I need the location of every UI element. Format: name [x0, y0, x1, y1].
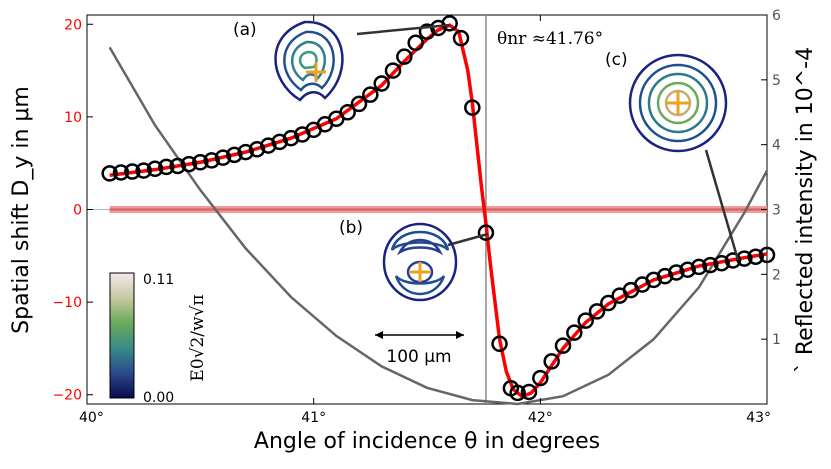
data-point: [101, 165, 118, 182]
inset-contour-c: [628, 53, 728, 153]
data-point: [702, 256, 719, 274]
data-point: [452, 29, 470, 47]
data-point: [124, 163, 141, 180]
y-right-tick-label: 2: [772, 267, 781, 283]
data-point: [407, 34, 424, 52]
y-axis-label-left: Spatial shift D_y in μm: [9, 86, 34, 334]
data-point: [724, 252, 742, 269]
data-point: [226, 146, 243, 164]
data-point: [690, 258, 708, 276]
data-point: [158, 158, 175, 176]
data-point: [362, 86, 379, 103]
data-point: [645, 271, 662, 289]
y-left-tick-label: 0: [73, 203, 82, 219]
colorbar-label: E0√2/w√π: [188, 294, 208, 381]
data-point: [418, 23, 436, 40]
data-point: [282, 129, 300, 147]
data-point: [464, 99, 481, 116]
vline-label: θnr ≈41.76°: [497, 29, 603, 49]
data-point: [339, 104, 356, 121]
annotation-b: (b): [339, 218, 363, 238]
inset-contour-b: [382, 222, 458, 302]
data-point: [713, 254, 730, 272]
annotation-a: (a): [233, 20, 257, 40]
inset-contour-a: [274, 20, 344, 102]
data-point: [577, 312, 594, 329]
y-left-tick-label: 20: [64, 17, 82, 33]
data-point: [192, 154, 209, 171]
data-point: [271, 133, 288, 151]
colorbar-max-label: 0.11: [143, 272, 174, 288]
x-tick-label: 40°: [79, 410, 104, 426]
data-point: [588, 303, 606, 320]
data-point: [112, 164, 130, 181]
data-point: [668, 264, 685, 281]
y-right-tick-label: 6: [772, 8, 781, 24]
x-axis-label: Angle of incidence θ in degrees: [254, 429, 600, 454]
data-point: [656, 267, 674, 285]
data-point: [477, 224, 495, 241]
colorbar: 0.11 0.00 E0√2/w√π: [109, 272, 208, 406]
data-point: [396, 48, 413, 65]
y-right-tick-label: 4: [772, 138, 781, 154]
data-point: [350, 95, 368, 113]
x-tick-label: 43°: [746, 410, 771, 426]
leader-line-c: [704, 149, 740, 261]
y-left-tick-label: 10: [64, 110, 82, 126]
scale-bar-label: 100 μm: [386, 347, 451, 367]
data-point: [146, 160, 164, 177]
y-right-tick-label: 1: [772, 332, 781, 348]
data-point: [543, 353, 560, 370]
data-point: [520, 383, 538, 401]
data-point: [135, 162, 152, 179]
leader-line-b: [447, 232, 489, 247]
data-point: [237, 143, 254, 161]
data-point: [509, 384, 526, 402]
intensity-curve: [108, 46, 769, 406]
data-point: [747, 248, 764, 265]
data-point: [600, 294, 617, 312]
x-tick-label: 42°: [528, 410, 553, 426]
data-point: [180, 155, 198, 173]
annotation-c: (c): [605, 50, 628, 70]
y-left-tick-label: −20: [52, 388, 82, 404]
data-point: [169, 157, 186, 175]
colorbar-min-label: 0.00: [143, 390, 174, 406]
y-axis-label-right: ` Reflected intensity in 10^-4: [793, 47, 818, 373]
data-point: [203, 152, 220, 169]
scale-bar: 100 μm: [375, 331, 464, 367]
x-tick-label: 41°: [301, 410, 326, 426]
data-point: [758, 246, 776, 264]
data-point: [214, 149, 232, 166]
data-point: [260, 137, 277, 154]
data-point: [248, 141, 266, 158]
data-point: [441, 15, 458, 32]
data-point: [491, 335, 508, 353]
y-right-tick-label: 3: [772, 203, 781, 219]
data-point: [384, 62, 402, 79]
leader-line-a: [356, 23, 451, 36]
data-point: [554, 337, 572, 354]
data-point: [532, 369, 549, 387]
data-point: [679, 261, 696, 278]
data-point: [373, 75, 390, 92]
y-left-tick-label: −10: [52, 295, 82, 311]
data-point: [566, 324, 583, 341]
y-right-tick-label: 5: [772, 73, 781, 89]
